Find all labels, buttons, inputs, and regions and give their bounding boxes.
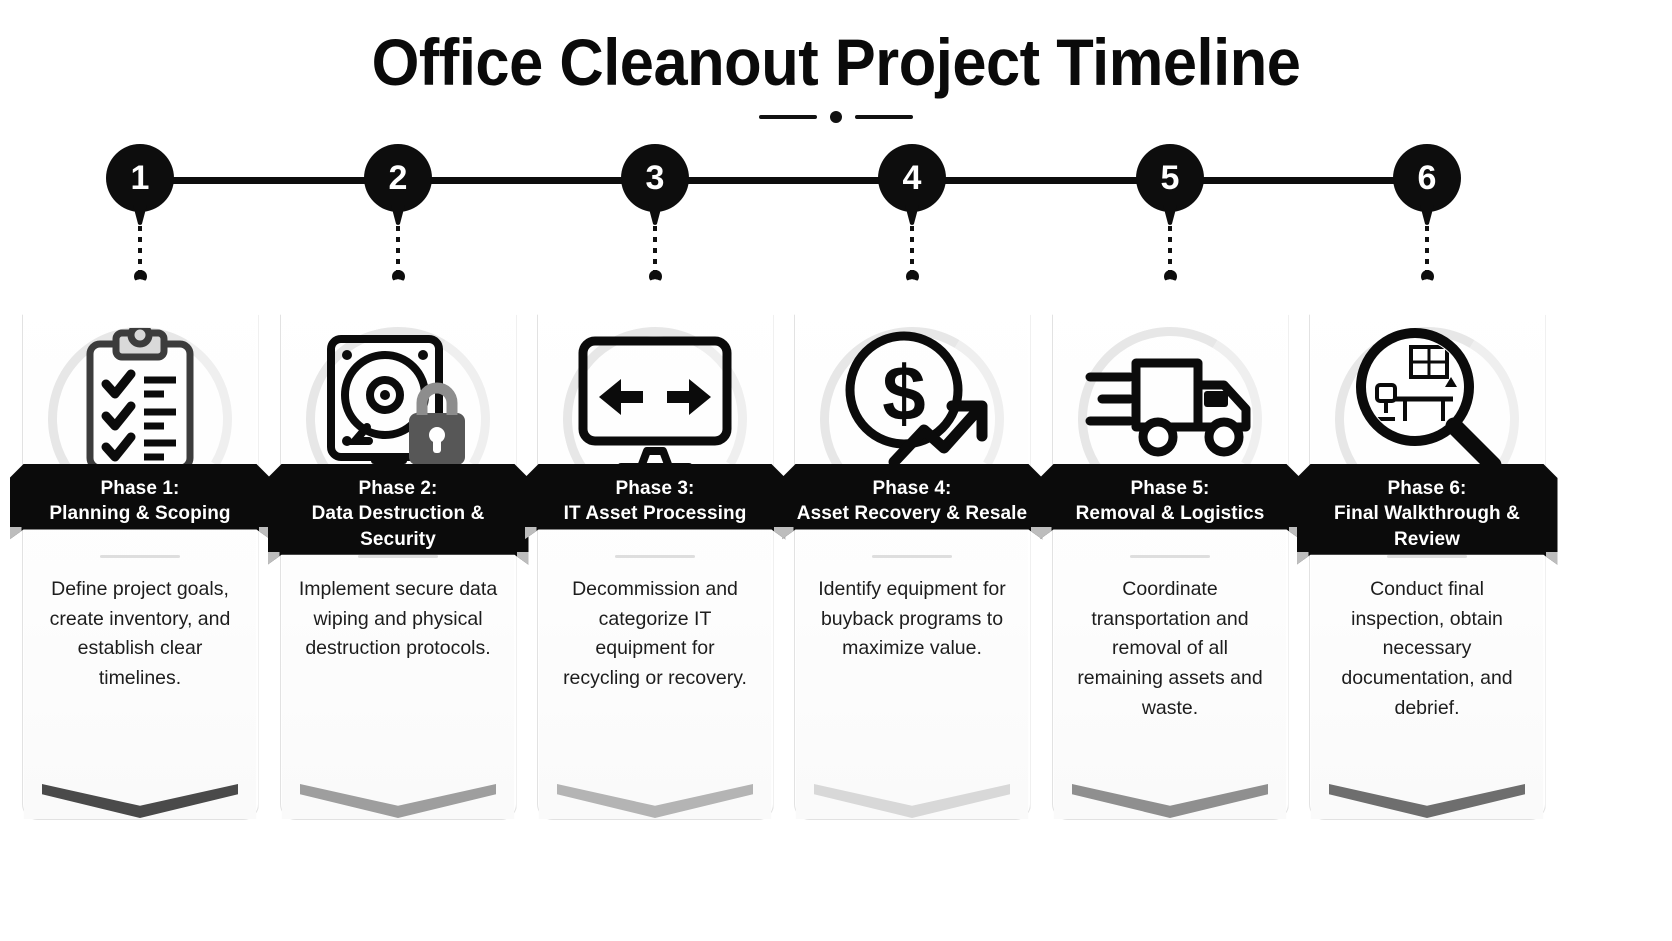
connector-end-dot-2 bbox=[391, 270, 405, 283]
timeline-node-1[interactable]: 1 bbox=[106, 144, 174, 225]
timeline-node-4[interactable]: 4 bbox=[878, 144, 946, 225]
connector-dotted-line-3 bbox=[653, 226, 657, 272]
clipboard-checklist-icon bbox=[22, 317, 259, 489]
magnifier-office-inspection-icon bbox=[1309, 317, 1546, 489]
phase-banner-title: Planning & Scoping bbox=[49, 503, 231, 525]
phase-banner-4: Phase 4: Asset Recovery & Resale bbox=[782, 464, 1043, 540]
ribbon-fold-left bbox=[10, 527, 22, 551]
phase-banner-label: Phase 5: bbox=[1130, 478, 1210, 499]
card-separator bbox=[872, 555, 952, 558]
connector-dotted-line-1 bbox=[138, 226, 142, 272]
card-separator bbox=[100, 555, 180, 558]
timeline-node-tail bbox=[648, 205, 662, 225]
timeline-node-tail bbox=[133, 205, 147, 225]
timeline-node-number: 1 bbox=[130, 159, 150, 197]
phase-banner-label: Phase 1: bbox=[100, 478, 180, 499]
timeline-node-tail bbox=[1163, 205, 1177, 225]
card-background bbox=[1051, 279, 1289, 820]
phase-banner-title: Removal & Logistics bbox=[1075, 503, 1265, 525]
ribbon-fold-right bbox=[1546, 552, 1558, 576]
phase-description: Coordinate transportation and removal of… bbox=[1077, 578, 1263, 719]
connector-end-dot-3 bbox=[648, 270, 662, 283]
phase-description: Conduct final inspection, obtain necessa… bbox=[1341, 578, 1513, 719]
ribbon-fold-left bbox=[1297, 552, 1309, 576]
phase-description: Define project goals, create inventory, … bbox=[49, 578, 231, 689]
card-separator bbox=[358, 555, 438, 558]
timeline-node-5[interactable]: 5 bbox=[1136, 144, 1204, 225]
timeline-node-tail bbox=[391, 205, 405, 225]
timeline-node-tail bbox=[1420, 205, 1434, 225]
phase-banner-2: Phase 2: Data Destruction & Security bbox=[268, 464, 529, 565]
timeline-node-2[interactable]: 2 bbox=[364, 144, 432, 225]
ribbon-fold-right bbox=[517, 552, 529, 576]
svg-text:$: $ bbox=[882, 349, 925, 437]
connector-dotted-line-5 bbox=[1168, 226, 1172, 272]
divider-line-left bbox=[759, 115, 817, 120]
connector-dotted-line-6 bbox=[1425, 226, 1429, 272]
phase-banner-title: IT Asset Processing bbox=[563, 503, 747, 525]
card-background bbox=[536, 279, 774, 820]
timeline-node-number: 4 bbox=[902, 159, 922, 197]
connector-end-dot-6 bbox=[1420, 270, 1434, 283]
card-background bbox=[21, 279, 259, 820]
card-separator bbox=[1387, 555, 1467, 558]
phase-banner-label: Phase 2: bbox=[358, 478, 438, 499]
divider-line-right bbox=[855, 115, 913, 120]
timeline-node-tail bbox=[905, 205, 919, 225]
phase-banner-label: Phase 4: bbox=[872, 478, 952, 499]
card-background bbox=[793, 279, 1031, 820]
monitor-transfer-arrows-icon bbox=[537, 317, 774, 489]
timeline-node-number: 3 bbox=[645, 159, 665, 197]
phase-banner-3: Phase 3: IT Asset Processing bbox=[525, 464, 786, 540]
timeline-node-number: 2 bbox=[388, 159, 408, 197]
title-divider bbox=[0, 111, 1672, 124]
phase-banner-label: Phase 3: bbox=[615, 478, 695, 499]
phase-banner-title: Data Destruction & Security bbox=[311, 503, 485, 550]
phase-description: Implement secure data wiping and physica… bbox=[298, 578, 498, 660]
phase-banner-title: Final Walkthrough & Review bbox=[1334, 503, 1520, 550]
phase-banner-1: Phase 1: Planning & Scoping bbox=[10, 464, 271, 540]
connector-end-dot-4 bbox=[905, 270, 919, 283]
ribbon-fold-left bbox=[782, 527, 794, 551]
page-title: Office Cleanout Project Timeline bbox=[371, 25, 1301, 99]
phase-banner-label: Phase 6: bbox=[1387, 478, 1467, 499]
timeline-rail bbox=[140, 177, 1428, 184]
phase-description: Identify equipment for buyback programs … bbox=[818, 578, 1006, 660]
hard-drive-lock-icon bbox=[280, 317, 517, 489]
phase-banner-5: Phase 5: Removal & Logistics bbox=[1040, 464, 1301, 540]
dollar-growth-arrow-icon: $ bbox=[794, 317, 1031, 489]
delivery-truck-icon bbox=[1052, 317, 1289, 489]
header: Office Cleanout Project Timeline bbox=[0, 25, 1672, 124]
ribbon-fold-left bbox=[268, 552, 280, 576]
connector-end-dot-1 bbox=[133, 270, 147, 283]
phase-description: Decommission and categorize IT equipment… bbox=[563, 578, 747, 689]
phase-banner-title: Asset Recovery & Resale bbox=[796, 503, 1028, 525]
phase-banner-6: Phase 6: Final Walkthrough & Review bbox=[1297, 464, 1558, 565]
timeline-node-3[interactable]: 3 bbox=[621, 144, 689, 225]
timeline-node-number: 6 bbox=[1417, 159, 1437, 197]
timeline-node-number: 5 bbox=[1160, 159, 1180, 197]
divider-dot bbox=[830, 111, 842, 124]
card-separator bbox=[1130, 555, 1210, 558]
connector-end-dot-5 bbox=[1163, 270, 1177, 283]
connector-dotted-line-2 bbox=[396, 226, 400, 272]
timeline-node-6[interactable]: 6 bbox=[1393, 144, 1461, 225]
card-separator bbox=[615, 555, 695, 558]
connector-dotted-line-4 bbox=[910, 226, 914, 272]
